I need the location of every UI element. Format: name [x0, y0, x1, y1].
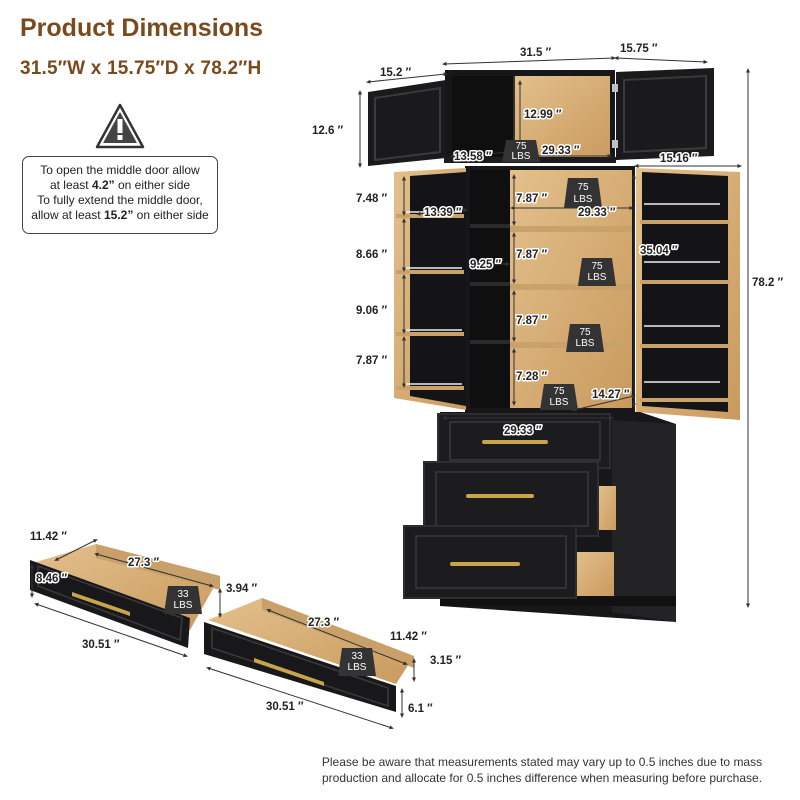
note-line-4-prefix: allow at least: [31, 208, 104, 222]
weight-drawer-2-value: 33: [351, 651, 363, 662]
weight-icon: 75 LBS: [578, 258, 616, 286]
dim-drawer-1-depth: 8.46 ″: [36, 573, 68, 585]
note-line-2-value: 4.2”: [91, 178, 115, 192]
drawer-1[interactable]: [437, 413, 611, 469]
middle-left-door[interactable]: [394, 168, 466, 410]
dim-top-depth: 15.75 ″: [620, 43, 658, 55]
dim-shelf-2-height: 8.66 ″: [356, 249, 388, 261]
weight-drawer-2-unit: LBS: [348, 662, 367, 673]
dim-inner-1-height: 7.87 ″: [516, 193, 548, 205]
middle-right-door[interactable]: [636, 168, 740, 420]
dim-drawer-2-inner-width: 27.3 ″: [308, 617, 340, 629]
weight-shelf-5-value: 75: [553, 386, 565, 397]
weight-shelf-1-value: 75: [515, 141, 527, 152]
disclaimer: Please be aware that measurements stated…: [321, 755, 763, 785]
dim-drawer-1-inner-width: 27.3 ″: [128, 557, 160, 569]
dim-drawer-1-width: 30.51 ″: [82, 639, 120, 651]
weight-icon: 33 LBS: [338, 648, 376, 676]
drawer-2[interactable]: [423, 461, 616, 537]
dim-drawer-2-front: 6.1 ″: [408, 703, 433, 715]
weight-shelf-4-value: 75: [579, 327, 591, 338]
dim-inner-3-height: 7.87 ″: [516, 315, 548, 327]
clearance-note: To open the middle door allow at least 4…: [22, 156, 218, 234]
weight-shelf-4-unit: LBS: [576, 338, 595, 349]
dim-bottom-depth: 14.27 ″: [592, 389, 630, 401]
dim-top-height: 12.6 ″: [312, 125, 344, 137]
weight-shelf-3-unit: LBS: [588, 272, 607, 283]
dim-drawer-2-side: 3.15 ″: [430, 655, 462, 667]
note-line-4-value: 15.2”: [103, 208, 134, 222]
dim-drawer-1-height: 11.42 ″: [30, 531, 67, 543]
warning-icon: [95, 103, 145, 149]
dim-middle-depth: 13.39 ″: [424, 207, 462, 219]
dim-drawer-width: 29.33 ″: [504, 425, 542, 437]
weight-shelf-2-unit: LBS: [574, 194, 593, 205]
dim-drawer-2-height: 11.42 ″: [390, 631, 427, 643]
note-line-2-prefix: at least: [49, 178, 92, 192]
drawer-3-handle: [450, 562, 520, 566]
weight-shelf-2-value: 75: [577, 182, 589, 193]
dim-door-height: 35.04 ″: [640, 245, 678, 257]
top-right-door[interactable]: [612, 68, 714, 160]
weight-icon: 75 LBS: [566, 324, 604, 352]
note-line-1: To open the middle door allow: [40, 163, 200, 177]
dim-drawer-1-side: 3.94 ″: [226, 583, 258, 595]
page-title: Product Dimensions: [20, 14, 264, 42]
weight-icon: 75 LBS: [564, 178, 602, 208]
dim-top-inner-width: 29.33 ″: [542, 145, 580, 157]
dim-middle-width: 29.33 ″: [578, 207, 616, 219]
dim-top-width: 31.5 ″: [520, 47, 552, 59]
weight-icon: 75 LBS: [540, 384, 578, 410]
dimension-lines: [30, 56, 750, 730]
weight-drawer-1-value: 33: [177, 589, 189, 600]
dim-inner-4-height: 7.28 ″: [516, 371, 548, 383]
dim-inner-2-height: 7.87 ″: [516, 249, 548, 261]
dim-middle-door-width: 15.16 ″: [660, 153, 698, 165]
page-subtitle: 31.5″W x 15.75″D x 78.2″H: [20, 58, 262, 79]
weight-icon: 75 LBS: [502, 140, 540, 162]
dim-total-height: 78.2 ″: [752, 277, 784, 289]
dim-drawer-2-width: 30.51 ″: [266, 701, 304, 713]
dim-top-door: 15.2 ″: [380, 67, 412, 79]
drawer-2-handle: [466, 494, 534, 498]
top-left-door[interactable]: [368, 80, 446, 166]
weight-shelf-3-value: 75: [591, 261, 603, 272]
weight-badges: 75 LBS 75 LBS 75 LBS 75 LBS 75 LBS 33 LB…: [164, 140, 616, 676]
drawer-1-handle: [482, 440, 548, 444]
dimension-labels: 31.5 ″ 15.75 ″ 15.2 ″ 12.6 ″ 12.99 ″ 13.…: [29, 42, 786, 717]
dim-top-inner-depth: 13.58 ″: [454, 151, 492, 163]
dim-top-inner-height: 12.99 ″: [524, 109, 562, 121]
note-line-4-suffix: on either side: [133, 208, 209, 222]
weight-drawer-1-unit: LBS: [174, 600, 193, 611]
note-line-3: To fully extend the middle door,: [37, 193, 203, 207]
dim-shelf-4-height: 7.87 ″: [356, 355, 388, 367]
dim-door-gap: 9.25 ″: [470, 259, 502, 271]
dim-shelf-1-height: 7.48 ″: [356, 193, 388, 205]
dim-shelf-3-height: 9.06 ″: [356, 305, 388, 317]
note-line-2-suffix: on either side: [114, 178, 191, 192]
weight-shelf-1-unit: LBS: [512, 151, 531, 162]
drawer-3[interactable]: [403, 525, 614, 599]
weight-icon: 33 LBS: [164, 586, 202, 614]
middle-cabinet: [465, 166, 635, 412]
weight-shelf-5-unit: LBS: [550, 397, 569, 408]
